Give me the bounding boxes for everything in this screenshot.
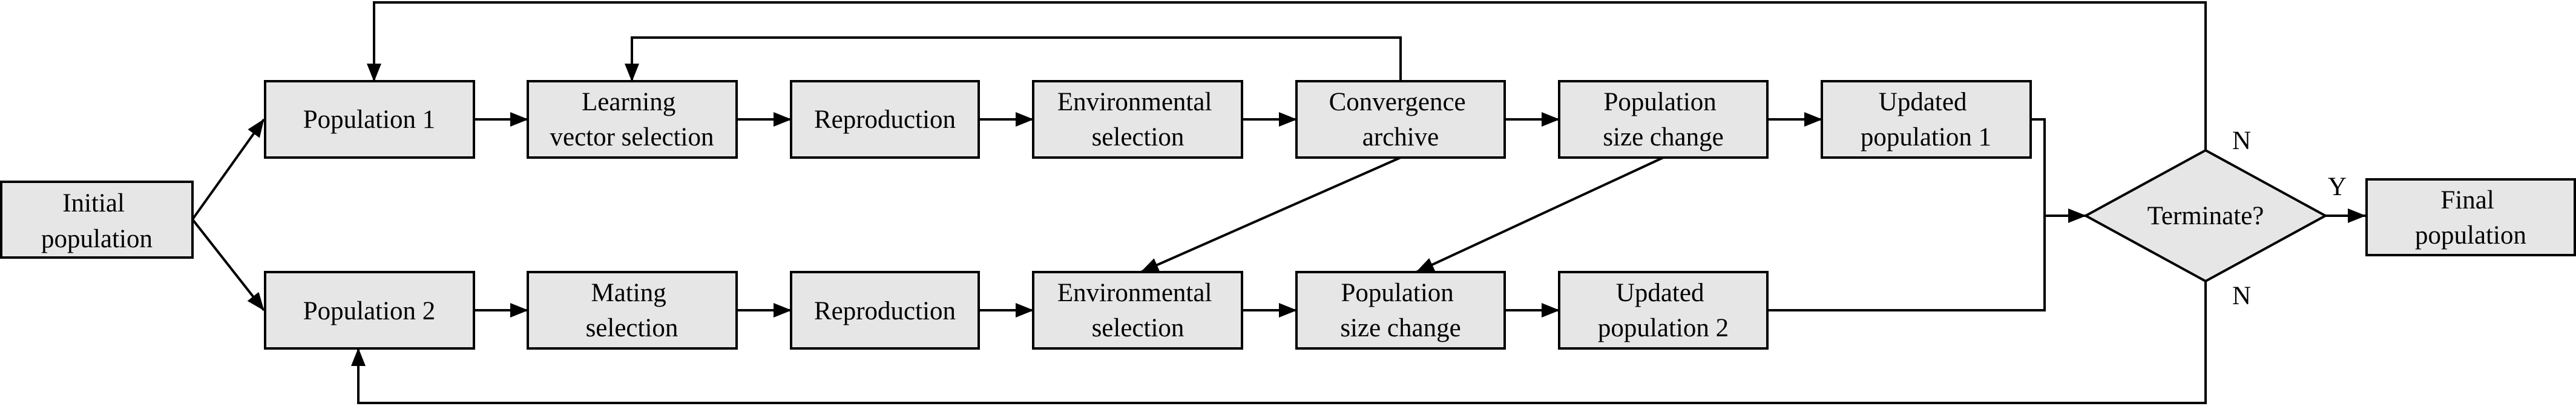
node-environmental-selection-2-line-1: Environmental bbox=[1057, 279, 1212, 307]
node-population-1: Population 1 bbox=[264, 80, 475, 159]
arrow-conv-to-lvs bbox=[625, 36, 1402, 82]
arrow-terminate-to-pop1 bbox=[367, 1, 2207, 150]
label-no-bottom: N bbox=[2232, 282, 2251, 310]
edge-labels: N Y N bbox=[2232, 127, 2347, 310]
node-population-1-label: Population 1 bbox=[303, 105, 436, 134]
label-yes: Y bbox=[2328, 173, 2347, 201]
svg-text:Terminate?: Terminate? bbox=[2147, 202, 2264, 230]
node-reproduction-1-label: Reproduction bbox=[814, 105, 956, 134]
svg-text:Updated population 2: Updated population 2 bbox=[1598, 279, 1729, 342]
node-updated-population-2-line-2: population 2 bbox=[1598, 314, 1729, 342]
node-population-size-change-1: Population size change bbox=[1558, 80, 1769, 159]
svg-text:Reproduction: Reproduction bbox=[814, 105, 956, 134]
node-updated-population-2-line-1: Updated bbox=[1616, 279, 1704, 307]
arrow-initial-to-pop2 bbox=[191, 218, 265, 311]
node-convergence-archive-line-2: archive bbox=[1362, 123, 1439, 151]
svg-text:Convergence archive: Convergence archive bbox=[1329, 88, 1473, 151]
node-learning-vector-selection-line-1: Learning bbox=[582, 88, 675, 116]
svg-text:Population size change: Population size change bbox=[1603, 88, 1723, 151]
node-convergence-archive-line-1: Convergence bbox=[1329, 88, 1466, 116]
node-updated-population-1-line-1: Updated bbox=[1879, 88, 1967, 116]
node-mating-selection: Mating selection bbox=[527, 271, 738, 350]
node-environmental-selection-2-line-2: selection bbox=[1092, 314, 1184, 342]
node-learning-vector-selection-line-2: vector selection bbox=[550, 123, 714, 151]
node-population-size-change-1-line-1: Population bbox=[1603, 88, 1716, 116]
node-reproduction-1: Reproduction bbox=[790, 80, 980, 159]
svg-text:Updated population 1: Updated population 1 bbox=[1861, 88, 1991, 151]
svg-text:Reproduction: Reproduction bbox=[814, 297, 956, 325]
node-updated-population-1-line-2: population 1 bbox=[1861, 123, 1991, 151]
node-environmental-selection-1-line-2: selection bbox=[1092, 123, 1184, 151]
node-initial-population-line-1: Initial bbox=[62, 189, 125, 218]
node-environmental-selection-2: Environmental selection bbox=[1032, 271, 1243, 350]
svg-text:Environmental selectio: Environmental selection bbox=[1057, 88, 1218, 151]
node-final-population-line-2: population bbox=[2415, 221, 2526, 250]
node-population-2-label: Population 2 bbox=[303, 297, 436, 325]
arrow-conv-to-env2 bbox=[1140, 156, 1401, 273]
node-initial-population-line-2: population bbox=[41, 225, 153, 253]
arrow-psc1-to-psc2 bbox=[1416, 156, 1664, 273]
node-learning-vector-selection: Learning vector selection bbox=[527, 80, 738, 159]
svg-text:Learning vector select: Learning vector selection bbox=[550, 88, 714, 151]
node-final-population: Final population bbox=[2365, 178, 2576, 256]
node-updated-population-1: Updated population 1 bbox=[1821, 80, 2032, 159]
svg-text:Population 2: Population 2 bbox=[303, 297, 436, 325]
arrow-upd2-to-terminate bbox=[1767, 216, 2046, 311]
node-mating-selection-line-1: Mating bbox=[591, 279, 666, 307]
node-terminate-label: Terminate? bbox=[2147, 202, 2264, 230]
node-population-size-change-1-line-2: size change bbox=[1603, 123, 1723, 151]
svg-text:Mating selection: Mating selection bbox=[586, 279, 678, 342]
arrow-terminate-to-pop2 bbox=[351, 281, 2207, 404]
node-mating-selection-line-2: selection bbox=[586, 314, 678, 342]
node-population-size-change-2-line-1: Population bbox=[1341, 279, 1453, 307]
node-population-size-change-2: Population size change bbox=[1295, 271, 1506, 350]
svg-text:Population 1: Population 1 bbox=[303, 105, 436, 134]
node-updated-population-2: Updated population 2 bbox=[1558, 271, 1769, 350]
arrow-upd1-to-terminate bbox=[2031, 118, 2086, 223]
node-reproduction-2: Reproduction bbox=[790, 271, 980, 350]
flow-arrows bbox=[191, 1, 2366, 404]
node-population-2: Population 2 bbox=[264, 271, 475, 350]
svg-text:Final population: Final population bbox=[2415, 186, 2526, 250]
svg-text:Environmental selectio: Environmental selection bbox=[1057, 279, 1218, 342]
node-terminate-decision: Terminate? bbox=[2083, 148, 2328, 283]
flow-nodes: Initial population Population 1 Learning… bbox=[0, 80, 2576, 350]
node-initial-population: Initial population bbox=[0, 181, 194, 259]
node-final-population-line-1: Final bbox=[2440, 186, 2494, 215]
node-population-size-change-2-line-2: size change bbox=[1340, 314, 1460, 342]
svg-text:Population size change: Population size change bbox=[1340, 279, 1460, 342]
arrow-initial-to-pop1 bbox=[191, 118, 265, 221]
node-convergence-archive: Convergence archive bbox=[1295, 80, 1506, 159]
node-environmental-selection-1-line-1: Environmental bbox=[1057, 88, 1212, 116]
node-environmental-selection-1: Environmental selection bbox=[1032, 80, 1243, 159]
label-no-top: N bbox=[2232, 127, 2251, 155]
svg-text:Initial population: Initial population bbox=[41, 189, 153, 253]
node-reproduction-2-label: Reproduction bbox=[814, 297, 956, 325]
